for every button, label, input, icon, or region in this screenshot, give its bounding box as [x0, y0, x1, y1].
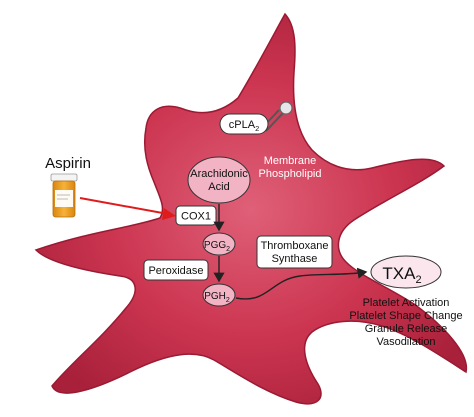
cpla2-node: cPLA2 — [219, 113, 269, 135]
thromboxane-synthase-node: Thromboxane Synthase — [256, 235, 333, 269]
synthase-label-line2: Synthase — [272, 253, 318, 265]
pgh2-node: PGH2 — [202, 283, 236, 307]
cox1-label: COX1 — [181, 211, 211, 223]
synthase-label-line1: Thromboxane — [261, 240, 329, 252]
platelet-cell — [34, 12, 468, 405]
cpla2-label: cPLA2 — [229, 119, 259, 133]
pill-bottle-icon — [50, 173, 78, 218]
txa2-node: TXA2 — [370, 255, 442, 289]
arrow-pgh2-to-txa2 — [235, 267, 368, 300]
arachidonic-label-line1: Arachidonic — [190, 168, 248, 180]
membrane-label-line2: Phospholipid — [259, 168, 322, 180]
peroxidase-node: Peroxidase — [143, 259, 209, 281]
pgg2-node: PGG2 — [202, 232, 236, 256]
effect-item: Platelet Activation — [363, 297, 450, 309]
pgg2-label: PGG2 — [204, 240, 230, 253]
txa2-label: TXA2 — [382, 264, 421, 286]
inhibition-arrow — [79, 197, 169, 215]
cox1-node: COX1 — [175, 205, 217, 226]
effect-item: Vasodilation — [376, 336, 435, 348]
inhibition-arrowhead — [162, 208, 176, 220]
effect-item: Platelet Shape Change — [349, 310, 462, 322]
arachidonic-acid-node: Arachidonic Acid — [187, 156, 251, 204]
effect-item: Granule Release — [365, 323, 448, 335]
aspirin-label: Aspirin — [45, 155, 91, 172]
peroxidase-label: Peroxidase — [148, 265, 203, 277]
arachidonic-label-line2: Acid — [208, 181, 229, 193]
membrane-label-line1: Membrane — [264, 155, 317, 167]
pgh2-label: PGH2 — [204, 291, 230, 304]
